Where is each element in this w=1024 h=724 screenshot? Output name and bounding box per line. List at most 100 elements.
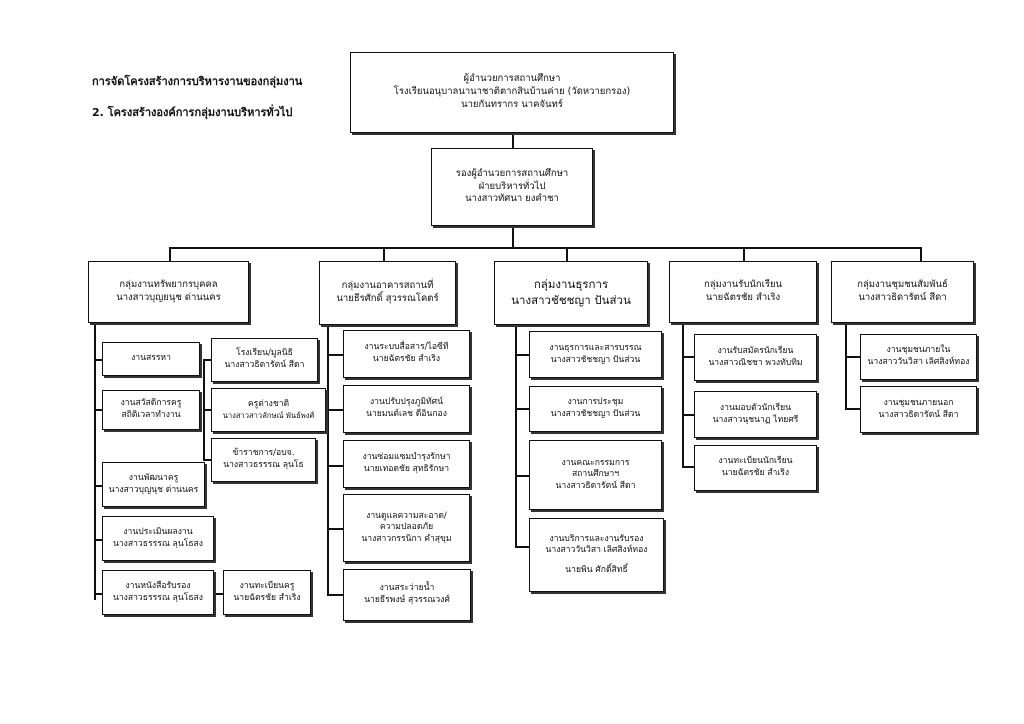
- subunit-box: ครูต่างชาติ นางสาวสาวลักษณ์ พันธ์พงศ์: [211, 388, 326, 432]
- connector-line: [94, 539, 102, 541]
- connector-line: [682, 414, 694, 416]
- group-box-community: กลุ่มงานชุมชนสัมพันธ์ นางสาวธิดารัตน์ สี…: [831, 261, 974, 323]
- connector-line: [845, 356, 860, 358]
- group-head: นางสาวบุญยนุช ด่านนคร: [116, 292, 221, 303]
- unit-person: นางสาวธรรรณ ลุนโธสง: [112, 538, 204, 549]
- connector-line: [682, 323, 684, 467]
- connector-line: [512, 133, 514, 148]
- connector-line: [515, 475, 529, 477]
- unit-person: นายฉัตรชัย สำเริง: [233, 592, 301, 603]
- deputy-title: รองผู้อำนวยการสถานศึกษา: [455, 167, 569, 179]
- connector-line: [566, 247, 568, 261]
- subunit-box: ข้าราชการ/อบจ. นางสาวธรรรณ ลุนโธ: [211, 438, 316, 482]
- unit-box: งานประเมินผลงาน นางสาวธรรรณ ลุนโธสง: [102, 516, 214, 561]
- group-title: กลุ่มงานชุมชนสัมพันธ์: [857, 279, 948, 291]
- unit-person: นางสาวกรรนิกา คำสุขุม: [361, 533, 452, 544]
- connector-line: [327, 354, 343, 356]
- unit-box: งานบริการและงานรับรอง นางสาววันวิสา เลิศ…: [529, 518, 664, 592]
- deputy-box: รองผู้อำนวยการสถานศึกษา ฝ่ายบริหารทั่วไป…: [431, 148, 593, 226]
- unit-person: นางสาวธิดารัตน์ สีดา: [224, 360, 305, 370]
- unit-title: งานบริการและงานรับรอง: [549, 533, 644, 544]
- unit-title: งานระบบสื่อสาร/ไอซีที: [364, 342, 449, 353]
- unit-title: งานชุมชนภายนอก: [883, 397, 954, 408]
- unit-title: โรงเรียน/มูลนิธิ: [236, 348, 293, 359]
- unit-title: งานซ่อมแซมบำรุงรักษา: [362, 452, 451, 463]
- connector-line: [682, 466, 694, 468]
- director-name: นายกันทรากร นาคจันทร์: [461, 98, 563, 110]
- unit-box: งานทะเบียนนักเรียน นายฉัตรชัย สำเริง: [694, 445, 817, 491]
- connector-line: [845, 408, 860, 410]
- unit-person: สถิติเวลาทำงาน: [121, 410, 181, 420]
- unit-person: นางสาวธิดารัตน์ สีดา: [878, 409, 959, 420]
- connector-line: [94, 593, 102, 595]
- unit-title: งานดูแลความสะอาด/: [366, 510, 447, 521]
- unit-person: นางสาววันวิสา เลิศสิงห์ทอง: [867, 357, 970, 367]
- unit-title: งานทะเบียนครู: [239, 580, 295, 591]
- unit-box: งานพัฒนาครู นางสาวบุญนุช ด่านนคร: [102, 462, 205, 507]
- group-box-hr: กลุ่มงานทรัพยากรบุคคล นางสาวบุญยนุช ด่าน…: [88, 261, 249, 323]
- connector-line: [94, 409, 102, 411]
- connector-line: [327, 528, 343, 530]
- unit-box: งานซ่อมแซมบำรุงรักษา นายเทอดชัย สุทธิรัก…: [343, 440, 470, 488]
- connector-line: [515, 325, 517, 547]
- unit-title: งานรับสมัครนักเรียน: [717, 345, 794, 356]
- subunit-box: โรงเรียน/มูลนิธิ นางสาวธิดารัตน์ สีดา: [211, 338, 318, 382]
- unit-title: งานสวัสดิการครู: [120, 398, 182, 409]
- unit-box: งานคณะกรรมการ สถานศึกษาฯ นางสาวธิดารัตน์…: [529, 440, 662, 510]
- deputy-dept: ฝ่ายบริหารทั่วไป: [478, 180, 546, 192]
- unit-title: งานคณะกรรมการ: [561, 457, 630, 468]
- unit-box: งานปรับปรุงภูมิทัศน์ นายมนต์เลช ดีอินกอง: [343, 385, 470, 433]
- unit-person: นางสาวชัชชญา ปันส่วน: [550, 354, 641, 365]
- connector-line: [203, 459, 211, 461]
- unit-title: งานมอบตัวนักเรียน: [719, 402, 792, 413]
- unit-person: นางสาววันวิสา เลิศสิงห์ทอง: [545, 545, 648, 556]
- unit-title: ครูต่างชาติ: [247, 399, 290, 410]
- connector-line: [94, 359, 102, 361]
- unit-box: งานชุมชนภายใน นางสาววันวิสา เลิศสิงห์ทอง: [860, 334, 977, 380]
- connector-line: [203, 409, 211, 411]
- unit-person: นายเทอดชัย สุทธิรักษา: [363, 464, 450, 474]
- chart-heading-line2: 2. โครงสร้างองค์การกลุ่มงานบริหารทั่วไป: [92, 106, 293, 119]
- connector-line: [169, 247, 171, 261]
- unit-title: งานปรับปรุงภูมิทัศน์: [369, 397, 443, 408]
- connector-line: [515, 354, 529, 356]
- unit-title-extra: ความปลอดภัย: [379, 522, 434, 533]
- unit-title: งานทะเบียนนักเรียน: [718, 456, 793, 467]
- unit-box: งานมอบตัวนักเรียน นางสาวนุชนาฏ ไทยศรี: [694, 391, 817, 438]
- unit-person: นายฉัตรชัย สำเริง: [721, 468, 790, 478]
- connector-line: [515, 408, 529, 410]
- connector-line: [512, 226, 514, 248]
- unit-box: งานระบบสื่อสาร/ไอซีที นายฉัตรชัย สำเริง: [343, 330, 470, 378]
- unit-box: งานดูแลความสะอาด/ ความปลอดภัย นางสาวกรรน…: [343, 494, 470, 562]
- unit-person: นางสาวณิชชา พวงทับทิม: [708, 357, 803, 368]
- connector-line: [515, 546, 529, 548]
- unit-title: งานการประชุม: [567, 397, 624, 408]
- group-title: กลุ่มงานทรัพยากรบุคคล: [119, 279, 218, 291]
- director-title: ผู้อำนวยการสถานศึกษา: [463, 73, 561, 85]
- director-box: ผู้อำนวยการสถานศึกษา โรงเรียนอนุบาลนานาช…: [350, 52, 674, 133]
- unit-person: นางสาวธรรรณ ลุนโธสง: [112, 592, 204, 603]
- group-head: นางสาวชัชชญา ปันส่วน: [511, 293, 631, 307]
- unit-title-extra: สถานศึกษาฯ: [571, 469, 620, 480]
- unit-person: นางสาวบุญนุช ด่านนคร: [108, 484, 199, 495]
- unit-box: งานธุรการและสารบรรณ นางสาวชัชชญา ปันส่วน: [529, 331, 662, 378]
- group-head: นางสาวธิดารัตน์ สีดา: [858, 292, 947, 303]
- connector-line: [94, 485, 102, 487]
- connector-line: [327, 465, 343, 467]
- group-box-admin: กลุ่มงานธุรการ นางสาวชัชชญา ปันส่วน: [494, 261, 648, 325]
- unit-box: งานชุมชนภายนอก นางสาวธิดารัตน์ สีดา: [860, 386, 977, 433]
- unit-person: นางสาวสาวลักษณ์ พันธ์พงศ์: [222, 410, 315, 420]
- connector-line: [327, 325, 329, 595]
- unit-person: นายมนต์เลช ดีอินกอง: [366, 409, 447, 419]
- group-title: กลุ่มงานธุรการ: [533, 277, 609, 292]
- unit-person: นายธีรพงษ์ สุวรรณวงศ์: [364, 595, 450, 605]
- connector-line: [203, 359, 211, 361]
- connector-line: [169, 247, 921, 249]
- connector-line: [327, 594, 343, 596]
- connector-line: [682, 356, 694, 358]
- unit-person: นายฉัตรชัย สำเริง: [372, 354, 441, 364]
- unit-box: งานหนังสือรับรอง นางสาวธรรรณ ลุนโธสง: [102, 570, 214, 615]
- connector-line: [383, 247, 385, 261]
- unit-title: งานสระว่ายน้ำ: [379, 583, 435, 594]
- unit-person: นางสาวธิดารัตน์ สีดา: [555, 480, 636, 491]
